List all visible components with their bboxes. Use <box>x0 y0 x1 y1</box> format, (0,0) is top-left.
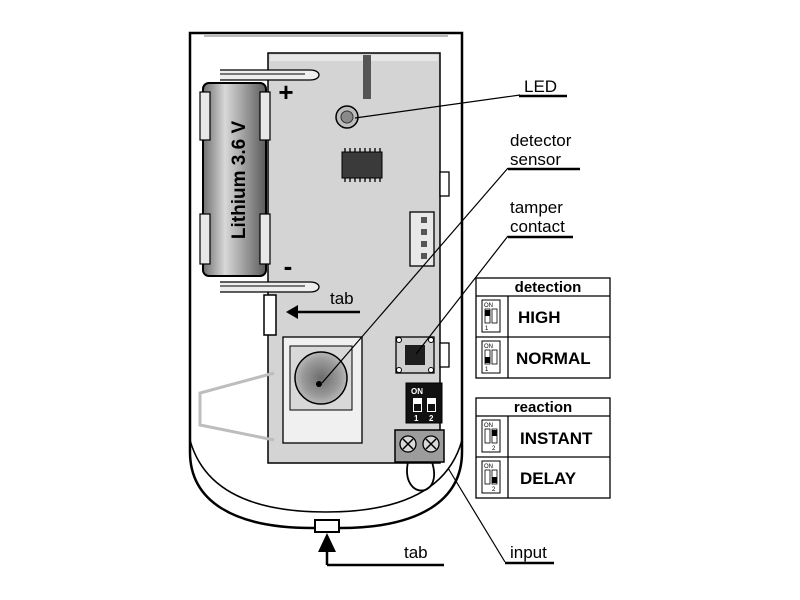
detection-high-switch-on: ON <box>484 303 493 309</box>
reaction-instant-switch-on: ON <box>484 423 493 429</box>
callout-detector: detector <box>510 131 572 150</box>
lens-outline <box>198 371 275 442</box>
side-tab-latch <box>263 294 277 336</box>
battery-clip-bottom <box>220 281 320 293</box>
callout-tab-side: tab <box>330 289 354 308</box>
board-connector <box>409 211 435 267</box>
detection-table: detection ON 1 HIGH ON 1 NORMAL <box>475 277 611 379</box>
tamper-contact <box>395 336 435 374</box>
tab-side-arrow <box>286 305 360 319</box>
callout-input: input <box>510 543 547 562</box>
dip-switch: ON 1 2 <box>405 382 443 424</box>
dip-num-2: 2 <box>429 414 434 423</box>
reaction-instant-label: INSTANT <box>520 429 593 448</box>
reaction-delay-switch-on: ON <box>484 464 493 470</box>
detection-normal-switch-num: 1 <box>485 367 489 373</box>
callout-tamper: tamper <box>510 198 563 217</box>
battery: Lithium 3.6 V <box>199 82 271 277</box>
detection-title: detection <box>515 279 582 296</box>
detection-high-switch-num: 1 <box>485 326 489 332</box>
detector-sensor <box>282 336 363 444</box>
callout-contact: contact <box>510 217 565 236</box>
reaction-delay-switch-num: 2 <box>492 487 496 493</box>
reaction-instant-switch-num: 2 <box>492 446 496 452</box>
reaction-instant-switch-icon: ON 2 <box>481 419 501 453</box>
battery-minus-sign: - <box>284 251 293 281</box>
battery-plus-sign: + <box>278 77 293 107</box>
reaction-delay-switch-icon: ON 2 <box>481 460 501 494</box>
reaction-table: reaction ON 2 INSTANT ON 2 DELAY <box>475 397 611 499</box>
detection-high-switch-icon: ON 1 <box>481 299 501 333</box>
bottom-tab-slot <box>314 519 340 533</box>
reaction-delay-label: DELAY <box>520 469 577 488</box>
battery-label: Lithium 3.6 V <box>229 121 250 240</box>
reaction-title: reaction <box>514 399 572 416</box>
ic-chip <box>341 148 383 182</box>
detection-normal-switch-on: ON <box>484 344 493 350</box>
dip-on-label: ON <box>411 387 423 396</box>
callout-tab-bottom: tab <box>404 543 428 562</box>
detection-normal-label: NORMAL <box>516 349 591 368</box>
edge-latch-bottom <box>439 342 450 368</box>
led <box>335 105 359 129</box>
dip-num-1: 1 <box>414 414 419 423</box>
edge-latch-top <box>439 171 450 197</box>
callout-lines <box>321 94 580 567</box>
terminal-block <box>394 429 445 492</box>
callout-sensor: sensor <box>510 150 561 169</box>
board-mark <box>363 55 371 99</box>
battery-clip-top <box>220 69 320 81</box>
detection-high-label: HIGH <box>518 308 561 327</box>
detection-normal-switch-icon: ON 1 <box>481 340 501 374</box>
tab-bottom-arrow <box>318 533 336 552</box>
callout-led: LED <box>524 77 557 96</box>
